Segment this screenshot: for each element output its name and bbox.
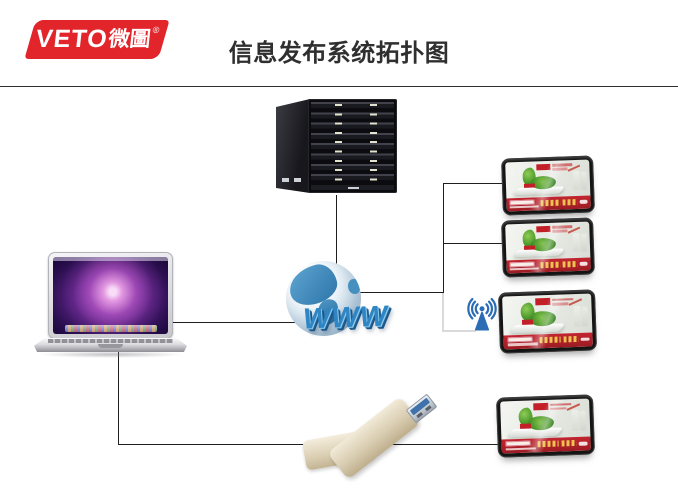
laptop-keyboard <box>48 339 173 343</box>
server-side-buttons <box>282 178 289 182</box>
screen-gloss <box>500 398 591 454</box>
cable-internet-junction <box>355 292 444 293</box>
server-side-panel <box>276 99 310 193</box>
screen-gloss <box>502 293 593 350</box>
server-brand-dash <box>348 187 360 189</box>
screen-gloss <box>505 159 591 212</box>
usb-flash-drive <box>300 393 442 495</box>
laptop-menubar <box>53 257 168 261</box>
cable-laptop-usb <box>118 340 119 445</box>
cable-laptop-internet <box>160 322 302 323</box>
signage-ad-content <box>502 293 593 350</box>
signage-screen-2 <box>501 217 595 278</box>
signage-screen-1 <box>501 155 595 216</box>
signage-ad-content <box>505 221 591 274</box>
wireless-link-vertical <box>442 293 444 332</box>
server-front-panel <box>308 99 397 193</box>
laptop-dock <box>64 325 157 332</box>
publish-server <box>276 96 397 196</box>
signage-screen-4 <box>495 394 596 458</box>
wifi-icon <box>467 297 497 331</box>
www-label: WWW <box>302 300 389 336</box>
laptop-shadow <box>38 351 184 358</box>
laptop-lid <box>48 252 173 339</box>
admin-laptop <box>34 252 187 358</box>
cable-to-screen-1 <box>444 183 504 184</box>
cable-to-screen-2 <box>444 243 504 244</box>
screen-gloss <box>505 221 591 274</box>
signage-screen-3 <box>497 289 598 354</box>
signage-ad-content <box>505 159 591 212</box>
cable-junction-vertical <box>443 183 444 293</box>
server-led-column-left <box>334 103 342 183</box>
page-title: 信息发布系统拓扑图 <box>228 40 450 67</box>
server-blade-rows <box>311 102 394 184</box>
internet-globe <box>286 261 361 336</box>
cable-server-internet <box>336 195 337 265</box>
laptop-notch <box>98 344 123 348</box>
globe-land-east <box>348 279 361 294</box>
server-led-column-right <box>370 103 378 183</box>
usb-connector-slots <box>416 412 423 419</box>
laptop-display <box>53 257 168 334</box>
header-divider <box>0 86 678 87</box>
signage-ad-content <box>500 398 591 454</box>
wireless-link-horizontal <box>444 330 476 332</box>
